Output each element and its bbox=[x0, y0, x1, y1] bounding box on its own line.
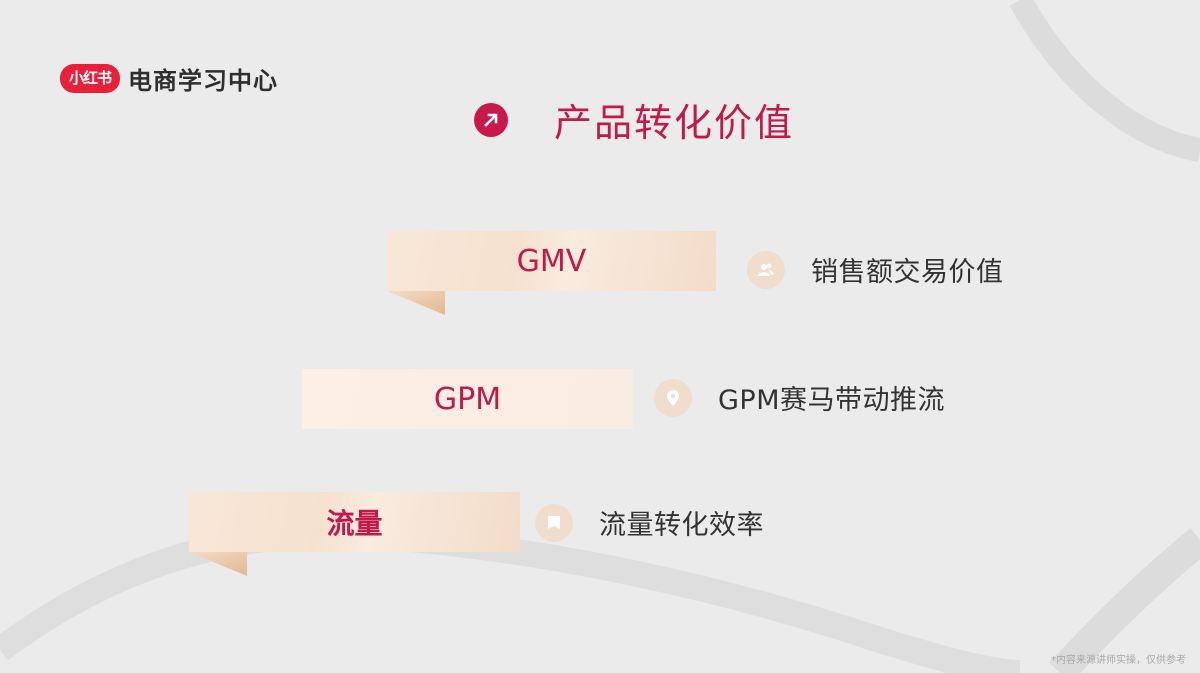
arrow-up-right-icon bbox=[474, 102, 508, 137]
logo-text: 电商学习中心 bbox=[128, 67, 279, 95]
bookmark-icon bbox=[535, 503, 573, 542]
ribbon-label: GMV bbox=[516, 243, 587, 279]
logo-badge: 小红书 bbox=[60, 64, 121, 93]
ribbon-label: GPM bbox=[433, 381, 502, 417]
users-icon bbox=[747, 250, 785, 289]
page-title: 产品转化价值 bbox=[474, 92, 794, 147]
item-description-gmv: 销售额交易价值 bbox=[747, 250, 1004, 289]
ribbon-traffic: 流量 bbox=[189, 492, 520, 576]
title-text: 产品转化价值 bbox=[554, 101, 795, 145]
brand-logo: 小红书 电商学习中心 bbox=[60, 61, 278, 96]
description-text: 销售额交易价值 bbox=[811, 257, 1004, 288]
ribbon-label: 流量 bbox=[326, 507, 383, 540]
footnote: *内容来源讲师实操，仅供参考 bbox=[1051, 655, 1186, 666]
item-description-traffic: 流量转化效率 bbox=[535, 503, 764, 542]
description-text: GPM赛马带动推流 bbox=[718, 385, 945, 416]
ribbon-gmv: GMV bbox=[387, 231, 716, 315]
ribbon-gpm: GPM bbox=[302, 369, 633, 429]
location-pin-icon bbox=[654, 378, 692, 417]
item-description-gpm: GPM赛马带动推流 bbox=[654, 378, 945, 417]
description-text: 流量转化效率 bbox=[599, 510, 764, 541]
